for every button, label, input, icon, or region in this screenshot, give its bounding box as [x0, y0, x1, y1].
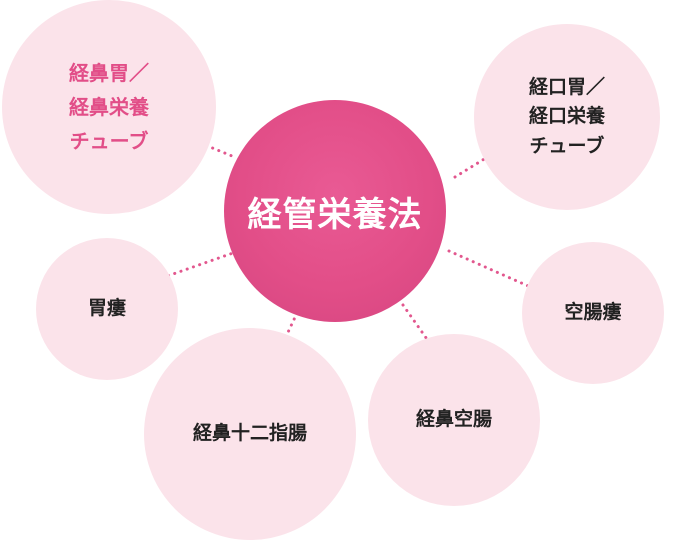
- node-nasojejunal: 経鼻空腸: [368, 334, 540, 506]
- node-label: 経鼻空腸: [415, 408, 492, 431]
- node-gastrostomy: 胃瘻: [36, 238, 178, 380]
- node-label: 経鼻胃／ 経鼻栄養 チューブ: [69, 61, 149, 153]
- node-jejunostomy: 空腸瘻: [522, 242, 664, 384]
- node-nasoduodenal: 経鼻十二指腸: [144, 328, 356, 540]
- node-orogastric-tube: 経口胃／ 経口栄養 チューブ: [474, 24, 660, 210]
- node-label: 胃瘻: [87, 297, 126, 320]
- node-label: 経口胃／ 経口栄養 チューブ: [528, 75, 605, 157]
- connector-jejunostomy: [447, 249, 537, 291]
- hub-circle: 経管栄養法: [224, 100, 446, 322]
- node-nasogastric-tube: 経鼻胃／ 経鼻栄養 チューブ: [2, 0, 216, 214]
- node-label: 経鼻十二指腸: [192, 422, 307, 445]
- hub-label: 経管栄養法: [247, 194, 423, 235]
- node-label: 空腸瘻: [564, 301, 622, 324]
